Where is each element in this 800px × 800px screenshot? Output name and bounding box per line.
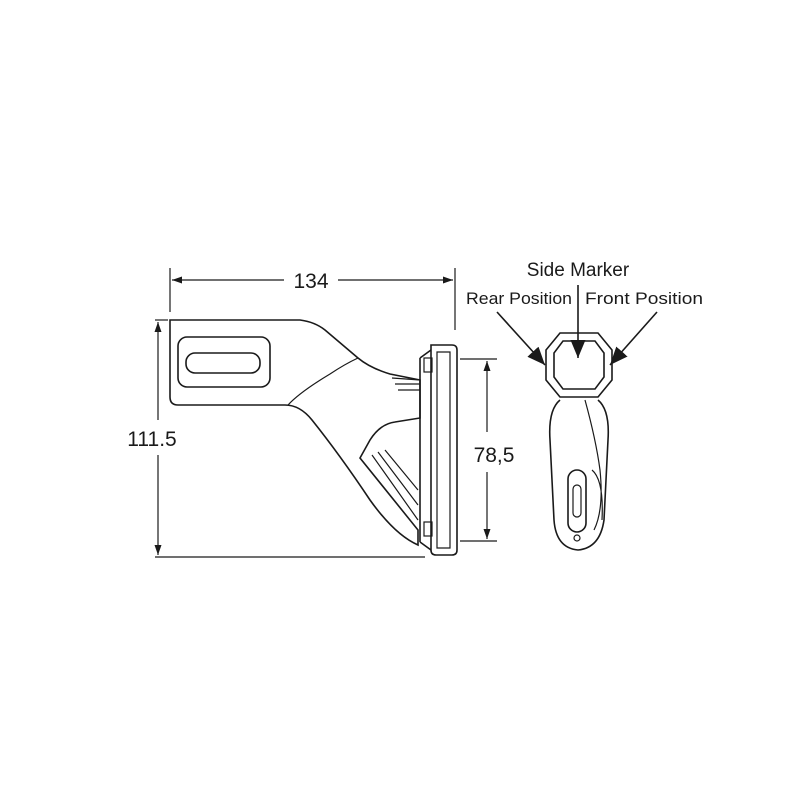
arm-strut-upper — [391, 377, 421, 391]
bolt-top — [423, 357, 433, 373]
lamp-head-outline — [169, 319, 421, 547]
front-position-label: Front Position — [585, 289, 703, 308]
dimension-width: 134 — [169, 268, 456, 330]
mount-bracket — [430, 344, 458, 556]
front-rivet — [573, 534, 581, 542]
lamp-head-inner — [287, 357, 359, 406]
dimension-mount-label: 78,5 — [474, 444, 515, 467]
dimension-height-label: 111.5 — [127, 428, 176, 451]
bolt-bottom — [423, 521, 433, 537]
front-head-outer — [545, 332, 613, 398]
front-head-inner — [553, 340, 605, 390]
front-stem — [548, 399, 610, 551]
rear-position-label: Rear Position — [466, 289, 572, 308]
rear-position-arrow — [496, 311, 546, 366]
side-marker-label: Side Marker — [527, 260, 630, 281]
dimension-height: 111.5 — [127, 319, 425, 558]
side-view — [169, 319, 458, 556]
callouts — [496, 285, 658, 366]
front-position-arrow — [609, 311, 658, 366]
dimension-width-label: 134 — [293, 270, 328, 293]
mount-bracket-inner — [436, 351, 451, 549]
lens-window-outer — [177, 336, 271, 388]
lens-window-inner — [185, 352, 261, 374]
front-stem-inner — [584, 399, 603, 531]
mount-bracket-side — [419, 349, 432, 551]
arm-strut-lower — [371, 449, 419, 521]
front-slot — [567, 469, 587, 533]
front-slot-inner — [572, 484, 582, 518]
front-view — [545, 332, 613, 551]
dimension-mount: 78,5 — [460, 358, 515, 542]
